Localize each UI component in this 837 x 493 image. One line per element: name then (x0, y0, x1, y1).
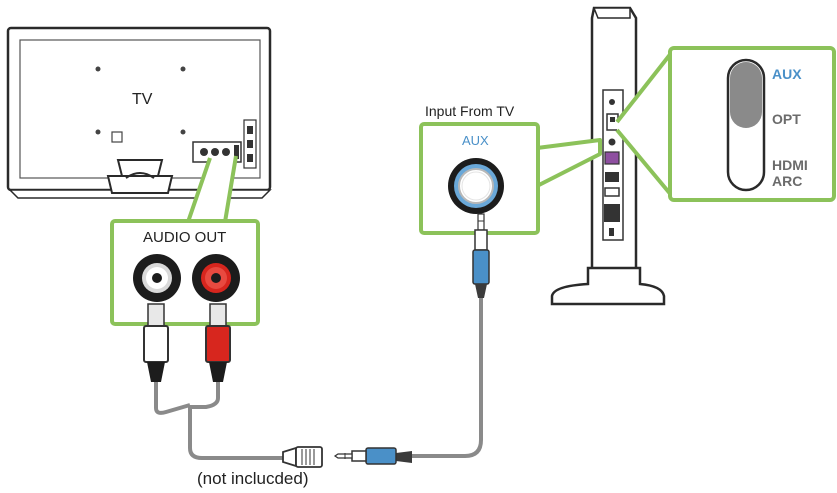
speaker-port-column (602, 89, 624, 241)
not-included-note: (not inclucded) (197, 469, 309, 488)
aux-plug-top (472, 213, 490, 298)
tv-illustration (6, 26, 272, 199)
rca-plug-white (143, 303, 169, 382)
tv-stand (106, 159, 174, 194)
input-from-tv-label: Input From TV (425, 103, 515, 119)
aux-input-jack (448, 158, 504, 214)
tv-label: TV (132, 91, 153, 108)
switch-option-aux: AUX (772, 66, 802, 82)
audio-out-label: AUDIO OUT (143, 229, 227, 246)
rca-to-35mm-cable (143, 303, 323, 468)
rca-plug-red (205, 303, 231, 382)
female-35mm-jack (282, 446, 323, 468)
tv-mount-screws (95, 66, 186, 135)
switch-option-opt: OPT (772, 111, 801, 127)
input-selector-switch (726, 58, 766, 192)
input-switch-callout (615, 46, 836, 202)
aux-cable (333, 213, 490, 465)
tv-port-panel (192, 119, 257, 169)
input-from-tv-callout (419, 122, 602, 235)
aux-port-label: AUX (462, 133, 489, 148)
switch-option-arc: ARC (772, 173, 803, 189)
aux-plug-bottom (333, 447, 412, 465)
rca-jack-red (192, 254, 240, 302)
rca-jack-white (133, 254, 181, 302)
switch-option-hdmi: HDMI (772, 157, 808, 173)
audio-out-callout (110, 155, 260, 326)
